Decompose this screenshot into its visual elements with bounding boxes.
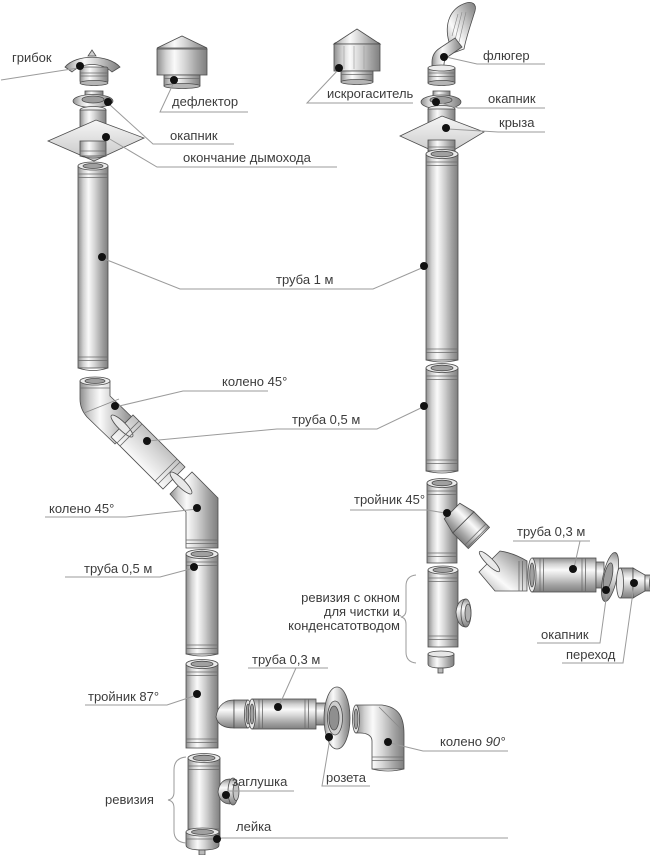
label-koleno-90-deg: 90° bbox=[485, 734, 506, 749]
part-truba-05-right bbox=[425, 363, 459, 474]
label-revizia: ревизия bbox=[105, 792, 154, 807]
label-koleno-90-word: колено bbox=[440, 734, 483, 749]
part-branch-elbow-45 bbox=[478, 550, 528, 592]
label-flyuger: флюгер bbox=[483, 48, 530, 63]
part-leyka bbox=[185, 827, 220, 855]
label-koleno45-left: колено 45° bbox=[49, 501, 115, 516]
label-koleno-90: колено 90° bbox=[440, 734, 506, 749]
label-truba-03-right: труба 0,3 м bbox=[517, 524, 586, 539]
label-gribok: грибок bbox=[12, 50, 52, 65]
label-troynik-87: тройник 87° bbox=[88, 689, 160, 704]
part-truba-05-diagonal bbox=[110, 414, 186, 490]
part-deflektor bbox=[156, 35, 208, 89]
part-truba-1m-right bbox=[425, 149, 459, 363]
part-perekhod bbox=[616, 567, 650, 599]
label-koleno45-top: колено 45° bbox=[222, 374, 288, 389]
part-koleno-90 bbox=[352, 704, 405, 772]
part-revizia bbox=[187, 753, 240, 839]
part-troynik-87 bbox=[185, 659, 252, 749]
label-kryza: крыза bbox=[499, 115, 535, 130]
label-okapnik-left: окапник bbox=[170, 128, 218, 143]
callout-leaders bbox=[0, 56, 635, 844]
callout-dots bbox=[76, 53, 638, 843]
label-revizia-okno-line3: конденсатотводом bbox=[288, 618, 400, 633]
part-gribok-cap bbox=[64, 49, 121, 86]
label-leyka: лейка bbox=[236, 819, 272, 834]
label-troynik-45: тройник 45° bbox=[354, 492, 426, 507]
part-revizia-s-oknom bbox=[427, 565, 472, 674]
label-truba-1m: труба 1 м bbox=[276, 272, 334, 287]
label-truba-03-left: труба 0,3 м bbox=[252, 652, 321, 667]
part-okonchanie-dymohoda bbox=[46, 106, 146, 162]
part-truba-03-right bbox=[527, 557, 605, 593]
part-koleno45-left bbox=[169, 471, 219, 549]
part-iskrogasitel bbox=[332, 28, 382, 85]
part-truba-03-left bbox=[248, 698, 327, 730]
part-flyuger bbox=[427, 2, 476, 86]
part-troynik-45 bbox=[426, 478, 491, 564]
label-revizia-okno-line2: для чистки и bbox=[323, 604, 400, 619]
label-okapnik-right-bottom: окапник bbox=[541, 627, 589, 642]
label-perekhod: переход bbox=[566, 647, 616, 662]
part-okapnik-left bbox=[72, 90, 114, 108]
label-deflektor: дефлектор bbox=[172, 94, 239, 109]
label-zaglushka: заглушка bbox=[232, 774, 288, 789]
part-truba-05-vertical bbox=[185, 549, 219, 657]
label-truba-05-vert: труба 0,5 м bbox=[84, 561, 153, 576]
label-revizia-okno-line1: ревизия с окном bbox=[301, 590, 400, 605]
label-rozeta: розета bbox=[326, 770, 366, 785]
label-okapnik-right-top: окапник bbox=[488, 91, 536, 106]
label-okonchanie-dymohoda: окончание дымохода bbox=[183, 150, 311, 165]
label-iskrogasitel: искрогаситель bbox=[327, 86, 414, 101]
part-truba-1m-left bbox=[77, 161, 109, 371]
label-truba-05-diag: труба 0,5 м bbox=[292, 412, 361, 427]
